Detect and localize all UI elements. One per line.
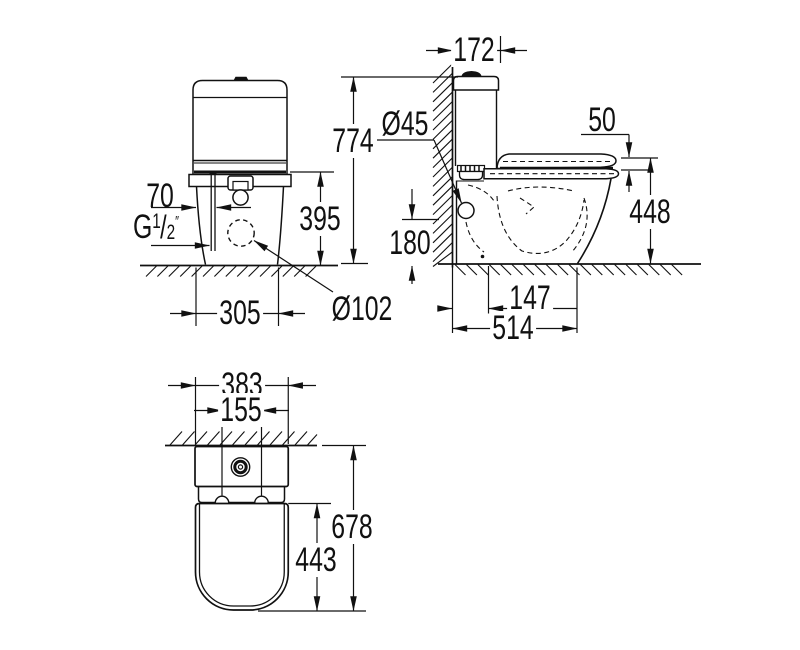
thread-den: 2: [166, 221, 176, 244]
dim-label-443: 443: [293, 543, 339, 577]
bowl-rear-plan: [197, 486, 286, 504]
flush-button-front: [233, 76, 249, 81]
cistern-side-lid: [452, 75, 500, 91]
inlet-leader: [377, 139, 463, 204]
seat-plan-inner: [198, 504, 285, 607]
dim-label-678: 678: [329, 510, 375, 544]
thread-inch: ″: [175, 213, 180, 230]
floor-hatching-side: [454, 264, 683, 276]
wall-hatching: [432, 63, 453, 267]
front-view: [140, 76, 338, 326]
dim-label-514: 514: [490, 311, 536, 345]
flush-button-plan-ring: [233, 459, 248, 475]
bowl-hidden-lines: [465, 184, 588, 254]
floor-hatching-front: [145, 265, 317, 277]
dim-label-774: 774: [330, 124, 376, 158]
dim-305-lines: [170, 267, 305, 326]
thread-num: 1: [152, 210, 161, 233]
flush-button-plan-outer: [230, 457, 251, 477]
cistern-plan: [194, 445, 290, 488]
supply-pipe-fitting: [209, 170, 217, 175]
drain-leader: [253, 239, 334, 293]
dim-label-inlet: Ø45: [381, 105, 429, 143]
dim-774-lines: [341, 76, 458, 265]
flush-button-plan-center: [237, 464, 244, 470]
dim-label-172: 172: [451, 33, 497, 67]
dim-label-70: 70: [146, 177, 174, 215]
dim-180-lines: [402, 189, 439, 284]
dim-label-155: 155: [218, 393, 264, 427]
inlet-circle: [457, 201, 475, 220]
bowl-pedestal-right: [276, 186, 285, 265]
dim-label-50: 50: [588, 101, 616, 139]
outlet-center-dot: [480, 254, 485, 259]
flush-valve-connector: [232, 189, 249, 206]
dim-label-305: 305: [217, 296, 263, 330]
drain-circle: [227, 219, 255, 247]
dim-label-395: 395: [297, 202, 343, 236]
dim-50-lines: [581, 133, 658, 192]
dim-label-thread: G1/2″: [132, 208, 180, 246]
hinge-left: [214, 495, 230, 504]
hinge-right: [254, 495, 269, 504]
bowl-pedestal-left: [195, 186, 207, 265]
dim-label-448: 448: [627, 195, 673, 229]
wall-hatching-plan: [169, 431, 318, 446]
dim-label-drain: Ø102: [331, 290, 393, 328]
seat-plan-outer: [194, 502, 290, 611]
flush-button-side: [461, 71, 482, 77]
thread-g: G: [132, 208, 153, 246]
flush-outlet-side: [458, 170, 484, 181]
dim-label-147: 147: [507, 281, 553, 315]
dim-label-180: 180: [389, 224, 431, 262]
bowl-front-profile: [576, 178, 612, 264]
